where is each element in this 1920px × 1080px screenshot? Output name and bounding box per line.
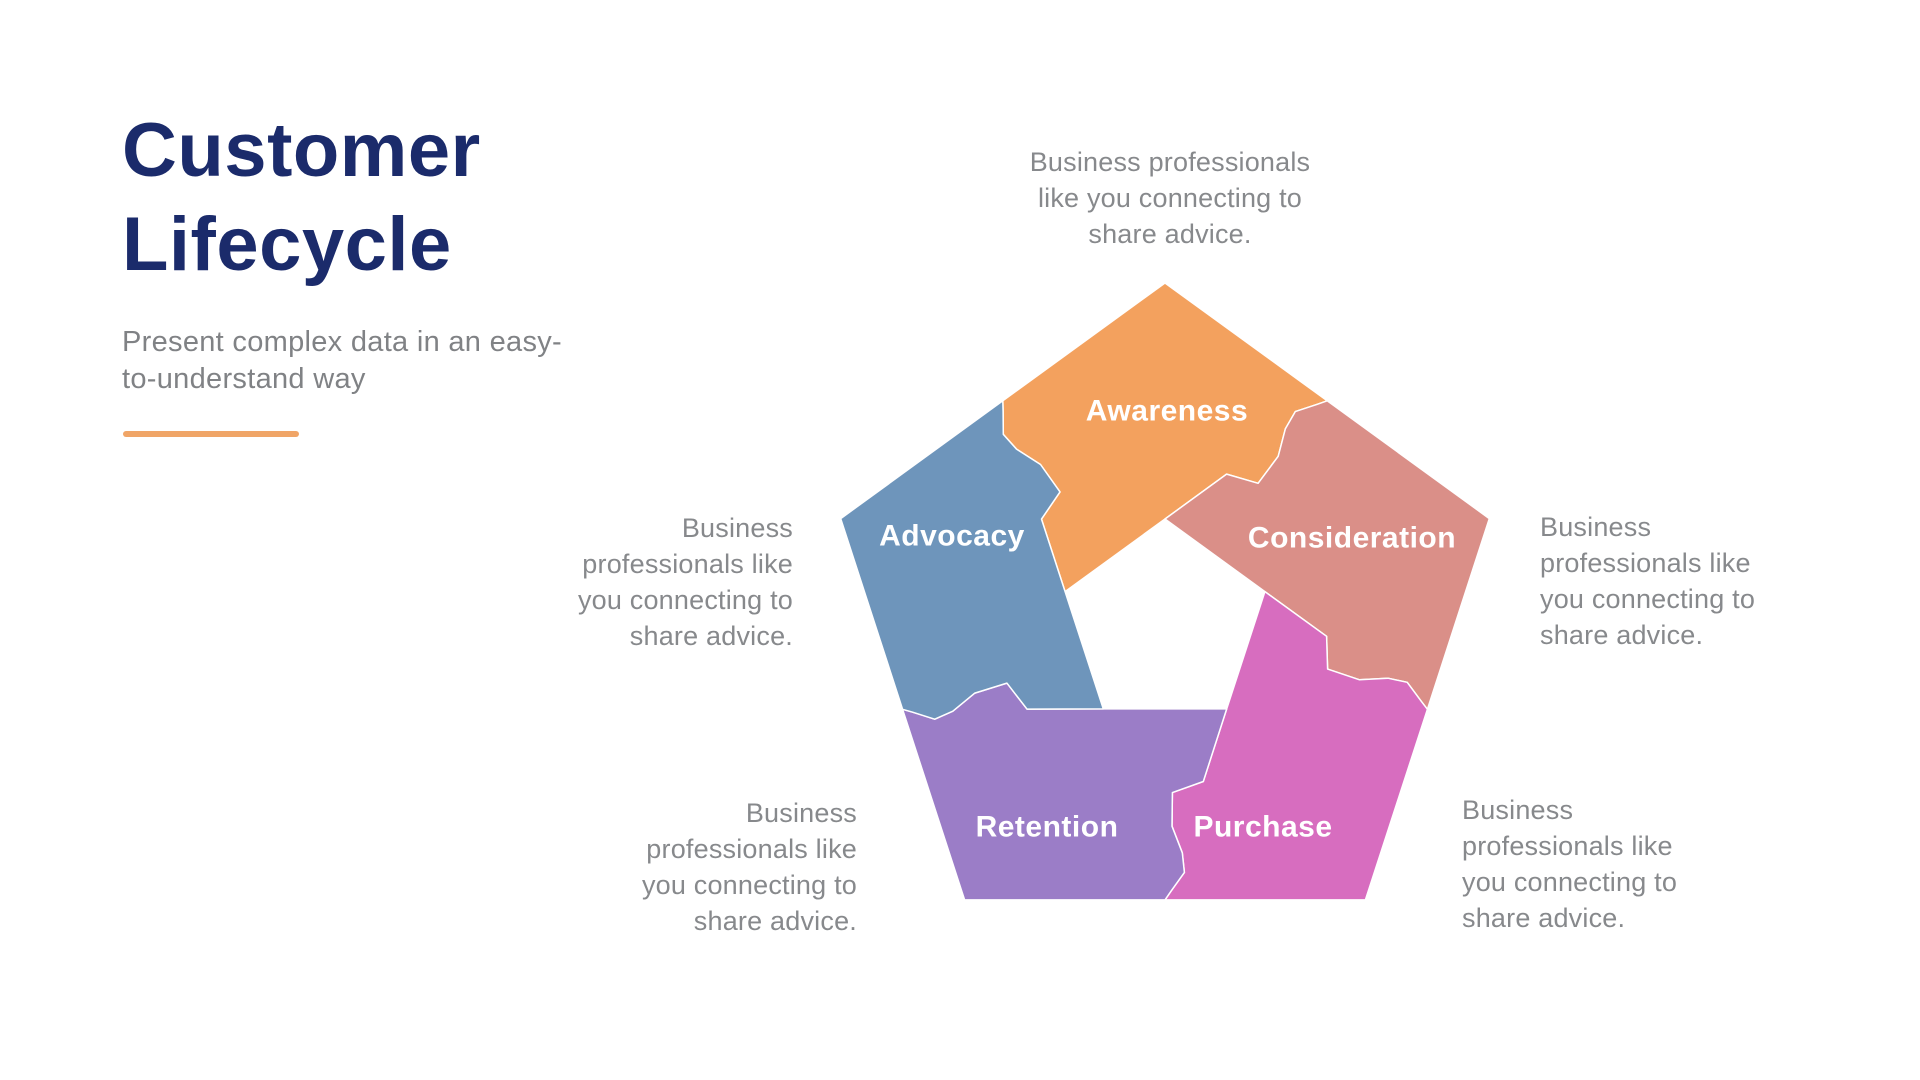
accent-rule [123, 431, 299, 437]
description-line: you connecting to [1462, 867, 1678, 897]
description-line: share advice. [629, 621, 793, 651]
description-line: share advice. [693, 906, 857, 936]
segment-label-awareness: Awareness [1086, 395, 1248, 428]
title-block: Customer Lifecycle Present complex data … [122, 104, 602, 398]
advocacy-description: Business professionals like you connecti… [463, 510, 793, 654]
segment-advocacy [839, 400, 1105, 720]
page-subtitle: Present complex data in an easy-to-under… [122, 326, 562, 395]
retention-description: Business professionals like you connecti… [527, 795, 857, 939]
description-line: Business [681, 513, 793, 543]
consideration-description: Business professionals like you connecti… [1540, 509, 1870, 653]
awareness-description: Business professionals like you connecti… [990, 144, 1350, 252]
description-line: like you connecting to [1037, 183, 1303, 213]
description-line: you connecting to [577, 585, 793, 615]
segment-label-advocacy: Advocacy [879, 520, 1025, 553]
description-line: share advice. [1088, 219, 1252, 249]
description-line: Business professionals [1029, 147, 1311, 177]
description-line: professionals like [1462, 831, 1673, 861]
description-line: professionals like [646, 834, 857, 864]
segment-label-consideration: Consideration [1248, 522, 1456, 555]
description-line: Business [1540, 512, 1652, 542]
description-line: professionals like [582, 549, 793, 579]
description-line: Business [1462, 795, 1574, 825]
description-line: you connecting to [1540, 584, 1756, 614]
purchase-description: Business professionals like you connecti… [1462, 792, 1792, 936]
description-line: share advice. [1540, 620, 1704, 650]
segment-label-purchase: Purchase [1193, 811, 1332, 844]
description-line: Business [745, 798, 857, 828]
segment-label-retention: Retention [976, 811, 1119, 844]
description-line: you connecting to [641, 870, 857, 900]
description-line: share advice. [1462, 903, 1626, 933]
description-line: professionals like [1540, 548, 1751, 578]
page-title: Customer Lifecycle [122, 108, 481, 287]
